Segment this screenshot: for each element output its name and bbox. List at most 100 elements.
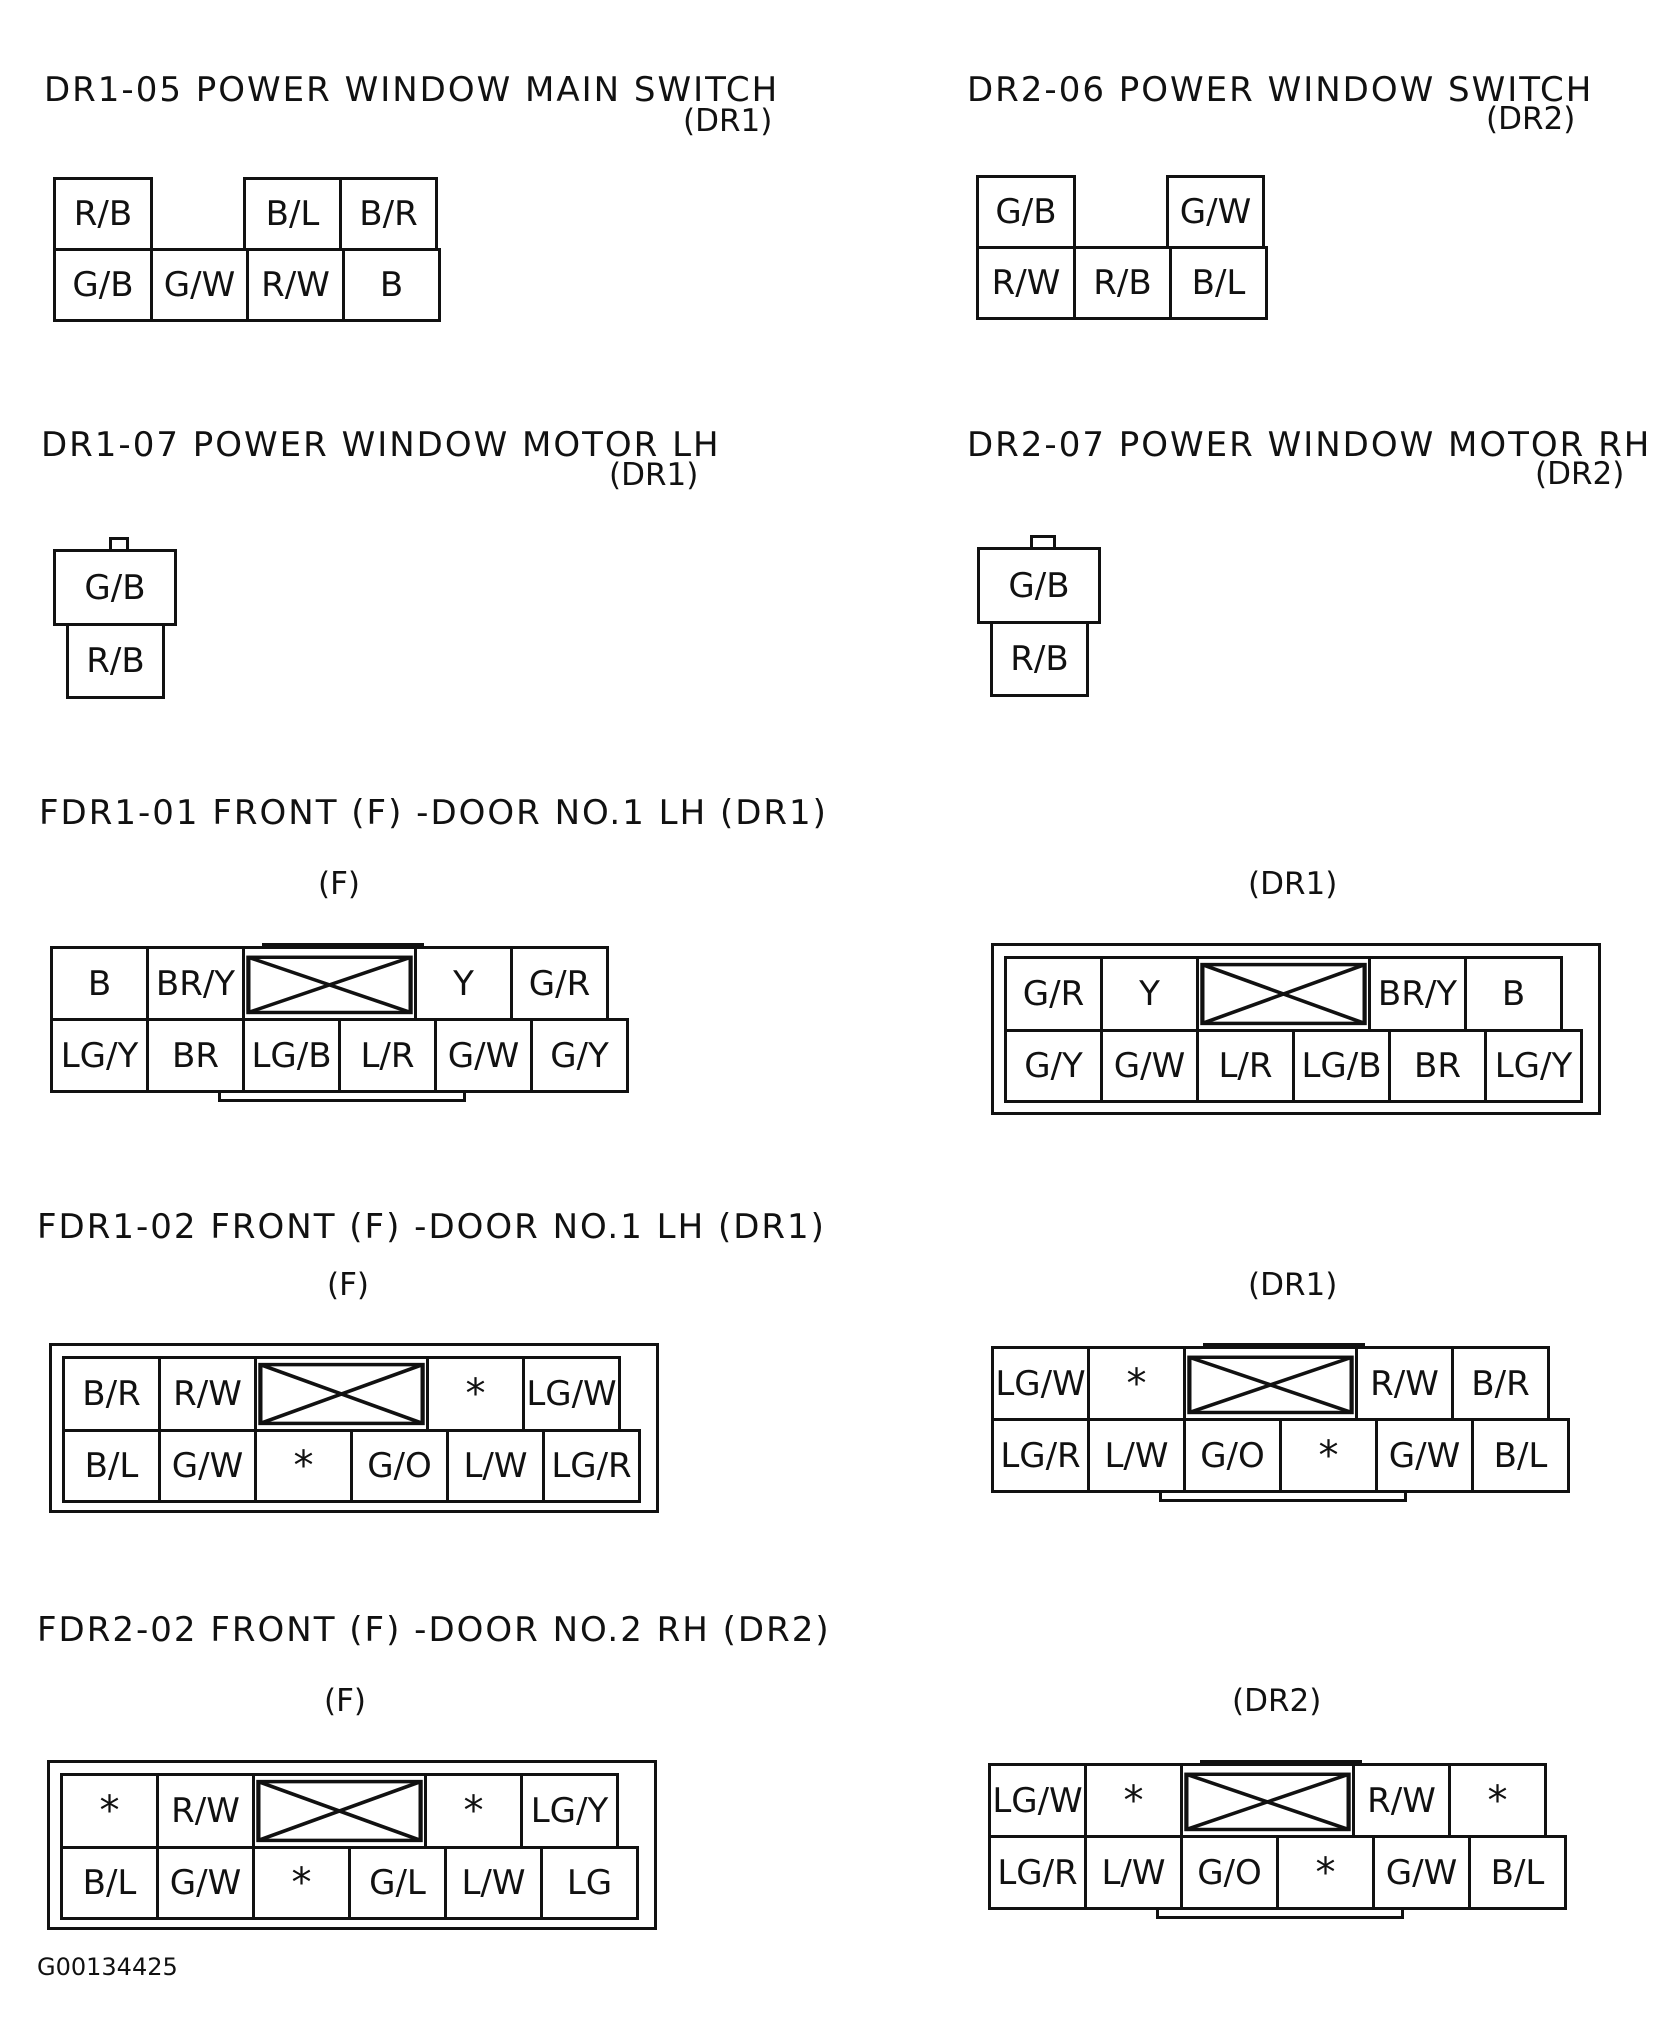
pin: G/W [434, 1018, 533, 1093]
title-fdr1-01: FDR1-01 FRONT (F) -DOOR NO.1 LH (DR1) [39, 793, 828, 833]
pin-unused: * [1276, 1835, 1375, 1910]
subtitle-dr2-06: (DR2) [1486, 101, 1576, 137]
connector-fdr1-02-f: B/R R/W * LG/W B/L G/W * G/O L/W LG/R [49, 1343, 659, 1513]
pin: LG/W [522, 1356, 621, 1432]
pin: G/L [348, 1846, 447, 1920]
pin-row-top: G/R Y BR/Y B [1004, 956, 1563, 1032]
pin: G/R [1004, 956, 1103, 1032]
pin-row-top: * R/W * LG/Y [60, 1773, 619, 1849]
pin: R/B [1073, 246, 1172, 320]
pin: R/W [1355, 1346, 1454, 1421]
pin: LG/B [242, 1018, 341, 1093]
pin-row-bottom: B/L G/W * G/L L/W LG [60, 1846, 639, 1920]
pin: B/L [1471, 1418, 1570, 1493]
pin: LG/R [991, 1418, 1090, 1493]
pin-unused: * [424, 1773, 523, 1849]
pin: LG/R [988, 1835, 1087, 1910]
pin: B/R [1451, 1346, 1550, 1421]
pin: G/O [1183, 1418, 1282, 1493]
pin: Y [1100, 956, 1199, 1032]
connector-fdr1-02-dr1: LG/W * R/W B/R LG/R L/W G/O * G/W B/L [991, 1343, 1576, 1511]
pin-row-top: B/R R/W * LG/W [62, 1356, 621, 1432]
pin: G/W [1372, 1835, 1471, 1910]
pin-empty [1073, 175, 1169, 249]
pin-unused: * [1279, 1418, 1378, 1493]
pin: R/W [1352, 1763, 1451, 1838]
pin: B/L [243, 177, 342, 251]
pin: G/B [976, 175, 1076, 249]
pin-row-top: LG/W * R/W * [988, 1763, 1547, 1838]
locking-tab [109, 537, 129, 550]
pin: B [342, 248, 441, 322]
pin: G/B [53, 549, 177, 626]
pin: LG/W [988, 1763, 1087, 1838]
pin-unused: * [60, 1773, 159, 1849]
label-fdr1-01-f: (F) [318, 866, 361, 902]
pin: LG/Y [1484, 1029, 1583, 1103]
label-fdr1-02-dr1: (DR1) [1248, 1267, 1338, 1303]
pin-row-bottom: G/Y G/W L/R LG/B BR LG/Y [1004, 1029, 1583, 1103]
pin: G/W [156, 1846, 255, 1920]
pin: R/W [156, 1773, 255, 1849]
connector-fdr1-01-f: B BR/Y Y G/R LG/Y BR LG/B L/R G/W G/Y [50, 943, 635, 1103]
blank-cavity [254, 1356, 429, 1432]
pin-row-bottom: B/L G/W * G/O L/W LG/R [62, 1429, 641, 1503]
title-dr1-05: DR1-05 POWER WINDOW MAIN SWITCH [44, 70, 780, 110]
pin: B/R [339, 177, 438, 251]
pin: R/B [990, 621, 1089, 697]
label-fdr1-01-dr1: (DR1) [1248, 866, 1338, 902]
blank-cavity [242, 946, 417, 1021]
pin: G/W [158, 1429, 257, 1503]
pin-unused: * [426, 1356, 525, 1432]
pin-unused: * [254, 1429, 353, 1503]
label-fdr2-02-dr2: (DR2) [1232, 1683, 1322, 1719]
subtitle-dr1-07: (DR1) [609, 457, 699, 493]
pin-row-top: B BR/Y Y G/R [50, 946, 609, 1021]
pin: B/R [62, 1356, 161, 1432]
pin: G/Y [1004, 1029, 1103, 1103]
label-fdr2-02-f: (F) [324, 1683, 367, 1719]
pin: L/R [338, 1018, 437, 1093]
title-fdr1-02: FDR1-02 FRONT (F) -DOOR NO.1 LH (DR1) [37, 1207, 826, 1247]
pin: B/L [62, 1429, 161, 1503]
title-dr1-07: DR1-07 POWER WINDOW MOTOR LH [41, 425, 721, 465]
pin: G/R [510, 946, 609, 1021]
pin: LG/Y [520, 1773, 619, 1849]
pin: R/W [976, 246, 1076, 320]
pin: L/R [1196, 1029, 1295, 1103]
connector-dr1-07: G/B R/B [53, 537, 179, 699]
pin: LG/Y [50, 1018, 149, 1093]
pin-row-top: G/B G/W [976, 175, 1265, 249]
pin-unused: * [1084, 1763, 1183, 1838]
subtitle-dr2-07: (DR2) [1535, 456, 1625, 492]
blank-cavity [1196, 956, 1371, 1032]
pin: LG/W [991, 1346, 1090, 1421]
connector-dr2-07: G/B R/B [977, 535, 1103, 697]
pin-unused: * [1448, 1763, 1547, 1838]
pin: LG [540, 1846, 639, 1920]
pin-row-top: R/B B/L B/R [53, 177, 438, 251]
locking-tab [1030, 535, 1056, 548]
pin: BR/Y [1368, 956, 1467, 1032]
pin: G/B [53, 248, 153, 322]
connector-fdr2-02-f: * R/W * LG/Y B/L G/W * G/L L/W LG [47, 1760, 657, 1930]
pin: BR [1388, 1029, 1487, 1103]
pin: G/W [150, 248, 249, 322]
blank-cavity [1183, 1346, 1358, 1421]
blank-cavity [252, 1773, 427, 1849]
pin: G/W [1166, 175, 1265, 249]
connector-fdr1-01-dr1: G/R Y BR/Y B G/Y G/W L/R LG/B BR LG/Y [991, 943, 1601, 1115]
bottom-key [1156, 1910, 1404, 1919]
pin: B/L [1169, 246, 1268, 320]
subtitle-dr1-05: (DR1) [683, 103, 773, 139]
pin: G/W [1100, 1029, 1199, 1103]
pin-row-bottom: LG/Y BR LG/B L/R G/W G/Y [50, 1018, 629, 1093]
pin: B [50, 946, 149, 1021]
pin: R/W [158, 1356, 257, 1432]
pin-row-bottom: LG/R L/W G/O * G/W B/L [991, 1418, 1570, 1493]
pin: G/W [1375, 1418, 1474, 1493]
pin: R/B [53, 177, 153, 251]
blank-cavity [1180, 1763, 1355, 1838]
figure-code: G00134425 [37, 1953, 178, 1981]
bottom-key [218, 1093, 466, 1102]
